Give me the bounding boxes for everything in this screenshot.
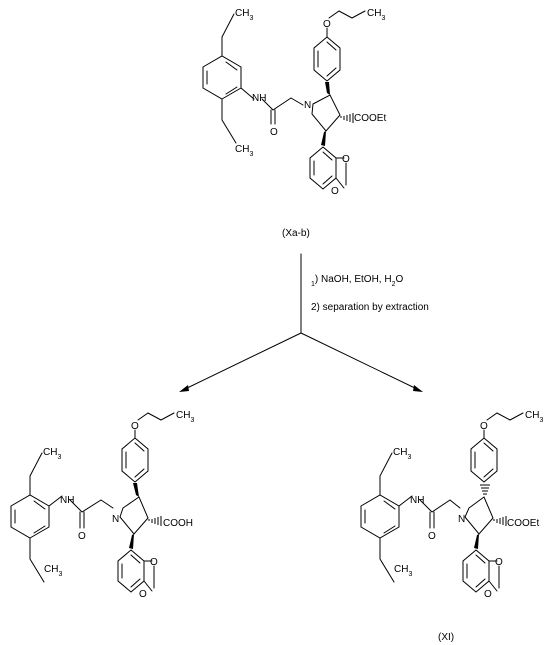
left-ch3-top: CH3 bbox=[176, 410, 194, 424]
start-amide-o: O bbox=[270, 127, 278, 138]
start-ring-n: N bbox=[304, 100, 311, 111]
left-acid: COOH bbox=[163, 518, 193, 529]
right-ether-o: O bbox=[480, 421, 488, 432]
condition-step2: 2) separation by extraction bbox=[311, 302, 429, 313]
left-ether-o: O bbox=[131, 421, 139, 432]
left-ch3-lower: CH3 bbox=[44, 564, 62, 578]
product-right: CH3 O CH3 NH O N COOEt CH3 O O (XI) bbox=[360, 410, 543, 643]
right-ch3-lower: CH3 bbox=[394, 564, 412, 578]
left-nh: NH bbox=[60, 495, 74, 506]
start-ether-o: O bbox=[323, 19, 331, 30]
right-ester: COOEt bbox=[507, 518, 539, 529]
left-dioxole-o1: O bbox=[150, 557, 158, 568]
start-ester: COOEt bbox=[354, 113, 386, 124]
start-ch3-top: CH3 bbox=[367, 8, 385, 22]
right-ch3-top: CH3 bbox=[525, 410, 543, 424]
left-dioxole-o2: O bbox=[139, 589, 147, 600]
start-ch3-upper: CH3 bbox=[235, 8, 253, 22]
condition-step1: 1) NaOH, EtOH, H2O bbox=[311, 274, 404, 288]
right-amide-o: O bbox=[428, 531, 436, 542]
start-nh: NH bbox=[252, 93, 266, 104]
right-ch3-upper: CH3 bbox=[393, 447, 411, 461]
start-dioxole-o2: O bbox=[331, 186, 339, 197]
start-label: (Xa-b) bbox=[282, 228, 310, 239]
left-ring-n: N bbox=[112, 514, 119, 525]
right-nh: NH bbox=[410, 495, 424, 506]
right-dioxole-o1: O bbox=[495, 557, 503, 568]
start-material: CH3 O CH3 NH O N COOEt CH3 O O (Xa-b) bbox=[202, 8, 386, 239]
right-ring-n: N bbox=[458, 514, 465, 525]
start-dioxole-o1: O bbox=[342, 154, 350, 165]
reaction-arrows bbox=[179, 253, 423, 392]
right-label: (XI) bbox=[438, 632, 454, 643]
start-ch3-lower: CH3 bbox=[235, 144, 253, 158]
left-ch3-upper: CH3 bbox=[43, 447, 61, 461]
right-dioxole-o2: O bbox=[484, 589, 492, 600]
product-left: CH3 O CH3 NH O N COOH CH3 O O bbox=[10, 410, 194, 600]
left-amide-o: O bbox=[78, 531, 86, 542]
